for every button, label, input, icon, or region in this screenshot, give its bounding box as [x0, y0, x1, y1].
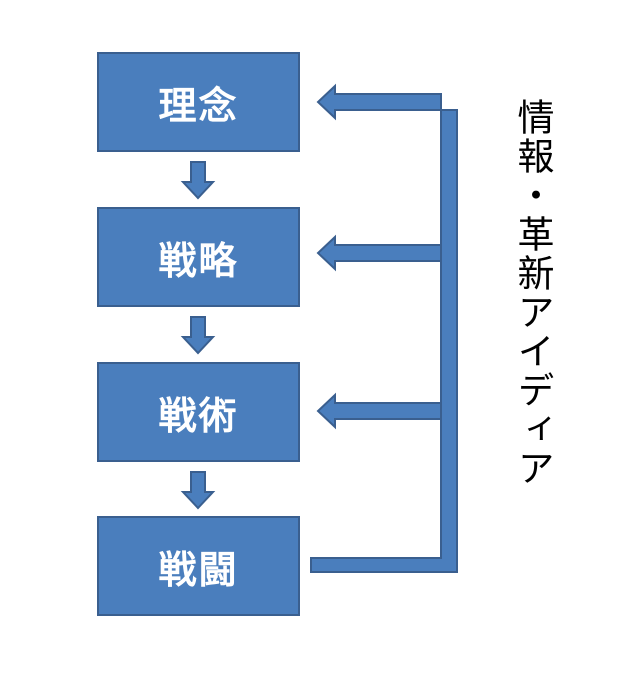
step-label: 戦闘: [158, 547, 239, 592]
down-arrow-2: [180, 316, 216, 355]
feedback-arrow-to-senjutsu: [316, 392, 442, 430]
step-box-senryaku: 戦略: [97, 207, 300, 307]
down-arrow-3: [180, 471, 216, 510]
feedback-label: 情報・革新アイディア: [511, 98, 554, 488]
down-arrow-1: [180, 161, 216, 200]
step-box-riinen: 理念: [97, 52, 300, 152]
step-box-sentou: 戦闘: [97, 516, 300, 616]
feedback-arrow-to-riinen: [316, 83, 442, 121]
feedback-loop-bar: [310, 109, 458, 573]
step-label: 戦略: [158, 238, 239, 283]
step-label: 戦術: [158, 393, 239, 438]
feedback-arrow-to-senryaku: [316, 234, 442, 272]
step-box-senjutsu: 戦術: [97, 362, 300, 462]
step-label: 理念: [158, 83, 239, 128]
